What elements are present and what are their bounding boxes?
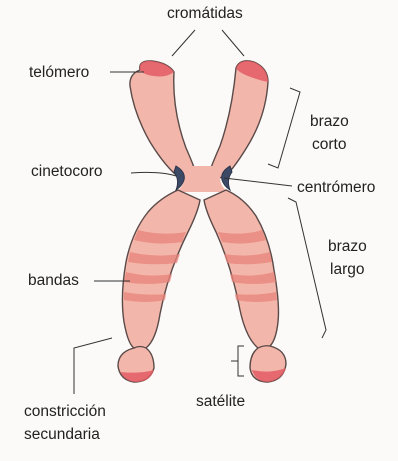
label-bands: bandas xyxy=(28,271,79,290)
label-secondary-constriction-1: constricción xyxy=(24,402,106,421)
label-short-arm-2: corto xyxy=(312,135,346,154)
label-chromatids: cromátidas xyxy=(167,4,243,23)
label-telomere: telómero xyxy=(29,63,89,82)
label-long-arm-1: brazo xyxy=(328,237,367,256)
upper-left-chromatid xyxy=(130,61,197,179)
leader-lines xyxy=(74,30,326,394)
label-short-arm-1: brazo xyxy=(310,112,349,131)
lower-right-chromatid xyxy=(204,190,286,382)
label-secondary-constriction-2: secundaria xyxy=(24,425,100,444)
label-centromere: centrómero xyxy=(297,178,375,197)
chromosome-body xyxy=(118,61,286,382)
label-satellite: satélite xyxy=(196,392,245,411)
lower-left-chromatid xyxy=(118,190,200,382)
label-kinetochore: cinetocoro xyxy=(31,162,103,181)
label-long-arm-2: largo xyxy=(330,260,364,279)
